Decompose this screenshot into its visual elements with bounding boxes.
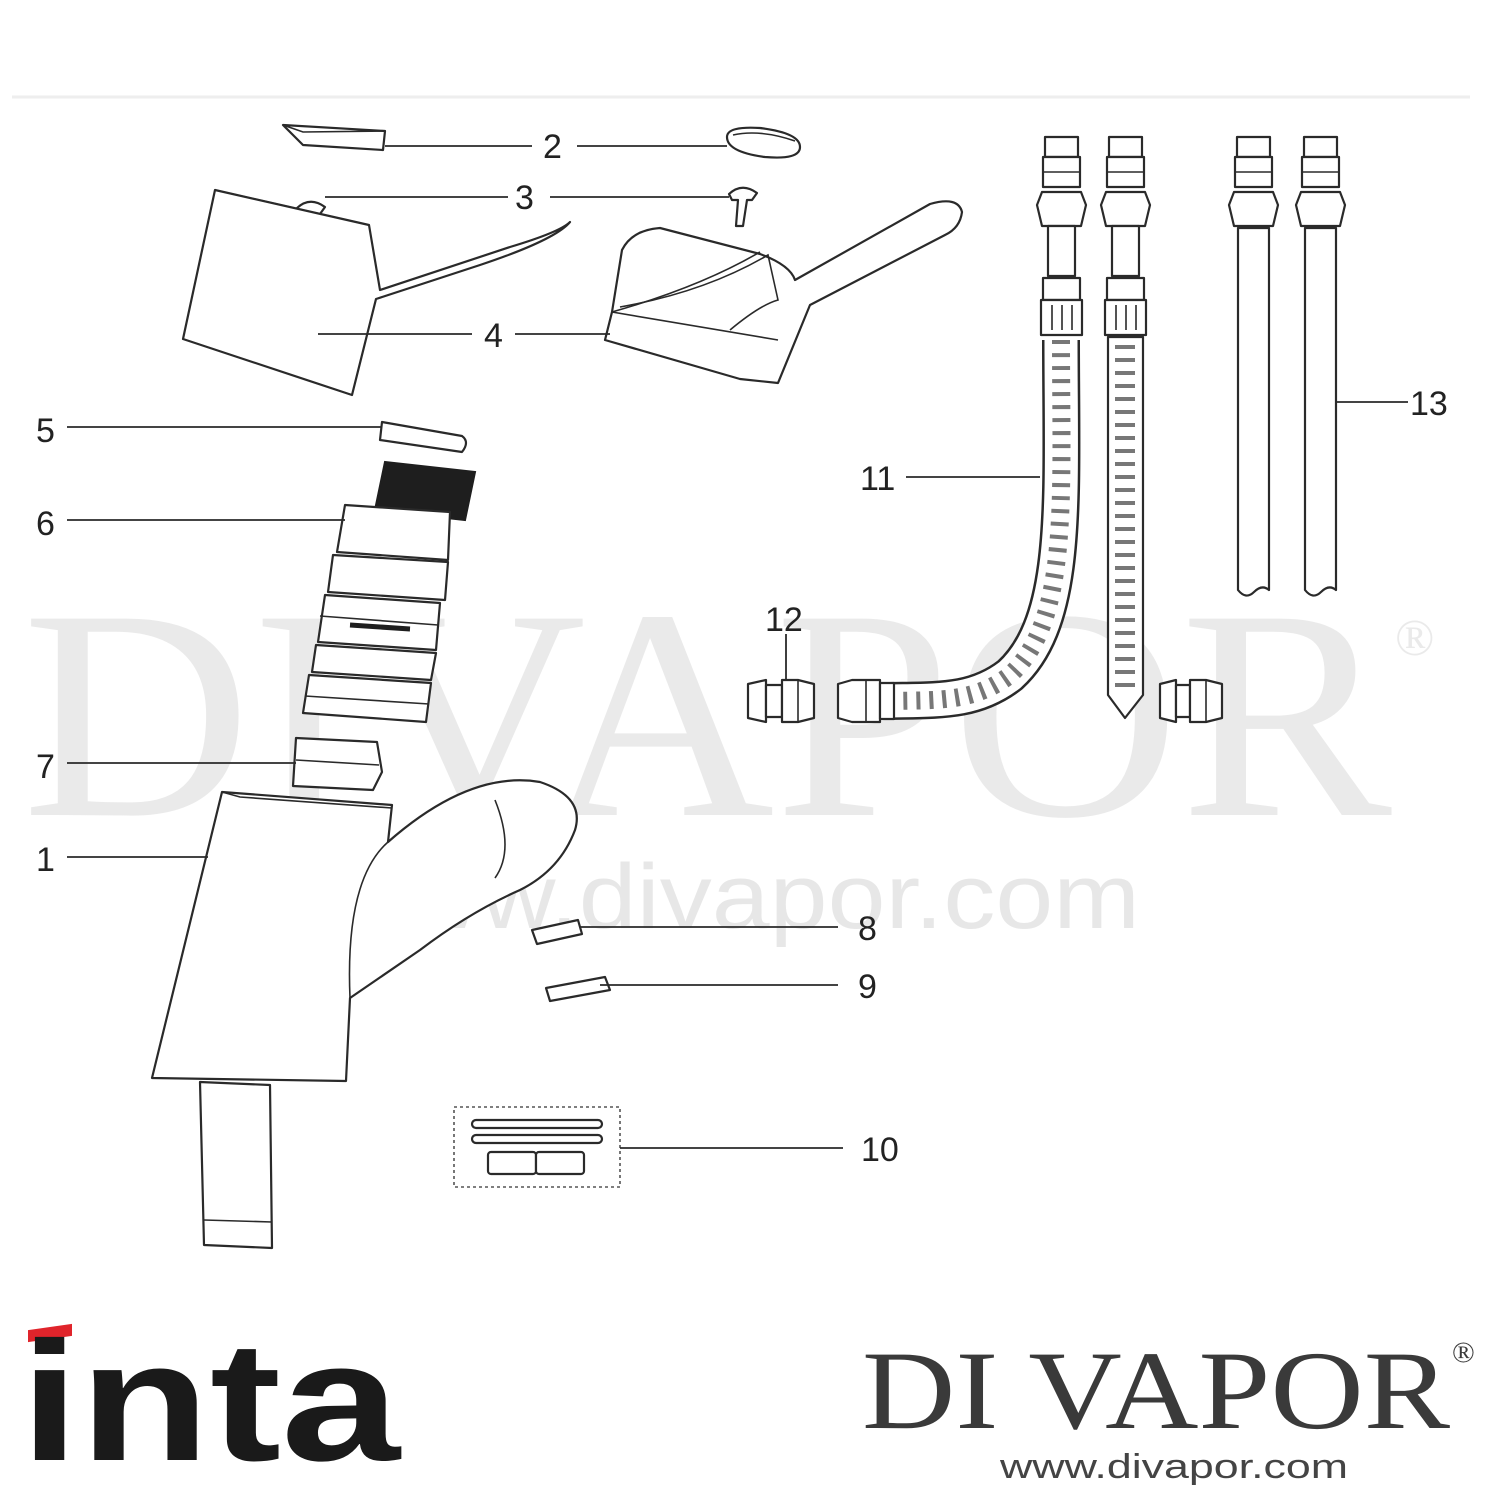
part-4-handle-right [603, 200, 964, 385]
hose-a-top-thread [1043, 135, 1080, 159]
part-3-screw-right [727, 186, 759, 228]
label-7: 7 [36, 748, 55, 786]
part-2-caps: 2 [281, 123, 802, 166]
logo-divapor: DI VAPOR ® www.divapor.com [862, 1329, 1475, 1486]
part-6-spline-top [373, 460, 477, 522]
label-4: 4 [484, 317, 503, 355]
tail-a-thread [1235, 135, 1272, 159]
part-6-cartridge: 6 [36, 460, 477, 724]
part-8: 8 [530, 910, 877, 948]
part-4-handles: 4 [181, 188, 964, 397]
part-4-handle-left [181, 188, 572, 397]
part-5-pin-body [378, 420, 468, 454]
tail-b-thread [1302, 135, 1339, 159]
part-1-tap-body: 1 [36, 779, 578, 1250]
hose-b-top-thread [1107, 135, 1144, 159]
logo-divapor-url: www.divapor.com [999, 1448, 1348, 1486]
part-9: 9 [544, 968, 877, 1006]
part-9-piece [544, 975, 612, 1003]
part-1-body-spout [150, 779, 578, 1083]
part-7-ring-body [291, 736, 384, 792]
part-7-ring: 7 [36, 736, 384, 792]
label-6: 6 [36, 505, 55, 543]
part-11-hoses: 11 [836, 135, 1152, 724]
label-8: 8 [858, 910, 877, 948]
logo-divapor-registered: ® [1452, 1336, 1475, 1369]
part-10-dashed-box [453, 1106, 621, 1188]
label-3: 3 [515, 179, 534, 217]
tail-a-pipe [1236, 226, 1271, 597]
logo-inta: inta [20, 1307, 402, 1497]
part-8-piece [530, 918, 584, 946]
connector-left-a [746, 678, 768, 724]
hose-a-end-nut [836, 678, 882, 724]
part-10-kit: 10 [453, 1106, 899, 1188]
label-2: 2 [543, 128, 562, 166]
logo-inta-text: inta [20, 1307, 402, 1497]
part-6-slot [349, 622, 411, 632]
label-13: 13 [1410, 385, 1448, 423]
label-11: 11 [860, 460, 895, 498]
logo-divapor-text: DI VAPOR [862, 1329, 1450, 1453]
part-2-cap-right [725, 126, 802, 159]
watermark-registered-mark: ® [1395, 610, 1435, 667]
connector-right [1158, 678, 1178, 724]
label-9: 9 [858, 968, 877, 1006]
part-1-tail [198, 1080, 274, 1250]
label-5: 5 [36, 412, 55, 450]
label-12: 12 [765, 601, 803, 639]
label-1: 1 [36, 841, 55, 879]
part-12-connectors: 12 [746, 601, 1224, 724]
tail-b-pipe [1303, 226, 1338, 597]
part-5-pin: 5 [36, 412, 468, 454]
part-2-cap-left [281, 123, 387, 152]
logo-inta-accent [28, 1323, 72, 1343]
part-13-tails: 13 [1227, 135, 1448, 597]
label-10: 10 [861, 1131, 899, 1169]
